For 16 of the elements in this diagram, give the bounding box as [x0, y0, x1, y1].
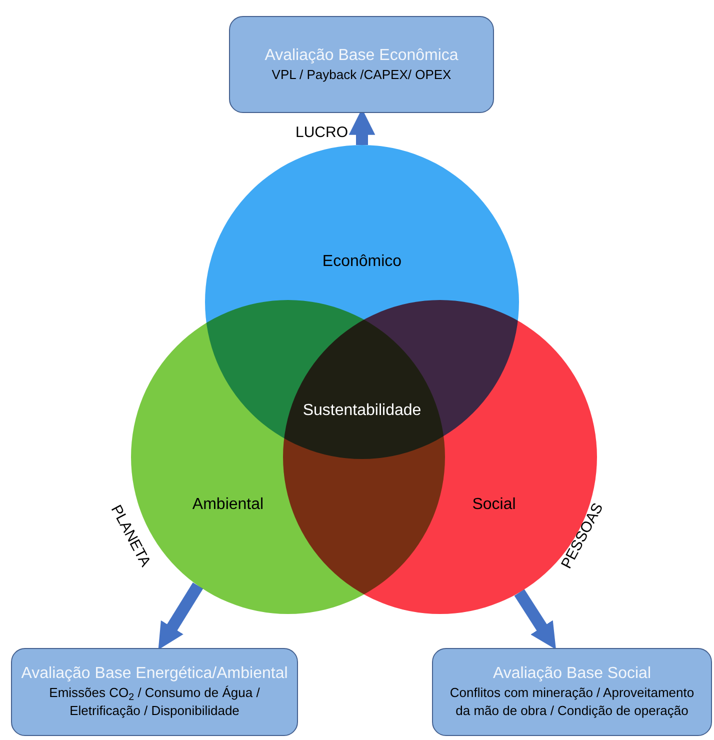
- box-heading: Avaliação Base Social: [492, 664, 652, 684]
- box-body: Emissões CO$_{2}$ / Consumo de Água / Eletrificação / Disponibilidade: [48, 684, 261, 720]
- box-body: Conflitos com mineração / Aproveitamento da mão de obra / Condição de operação: [448, 684, 696, 720]
- box-body: VPL / Payback /CAPEX/ OPEX: [272, 66, 452, 84]
- circle-label: Social: [471, 497, 517, 513]
- intersection-label: Sustentabilidade: [302, 401, 422, 421]
- block-arrow: [514, 589, 556, 650]
- assessment-box: [11, 648, 298, 736]
- assessment-box: [229, 16, 494, 113]
- box-heading: Avaliação Base Econômica: [264, 46, 458, 66]
- circle-label: Econômico: [321, 254, 403, 270]
- circle-label: Ambiental: [191, 497, 265, 513]
- block-arrow: [158, 582, 204, 650]
- box-heading: Avaliação Base Energética/Ambiental: [21, 664, 288, 684]
- assessment-box: [432, 648, 712, 736]
- axis-label: LUCRO: [294, 123, 348, 143]
